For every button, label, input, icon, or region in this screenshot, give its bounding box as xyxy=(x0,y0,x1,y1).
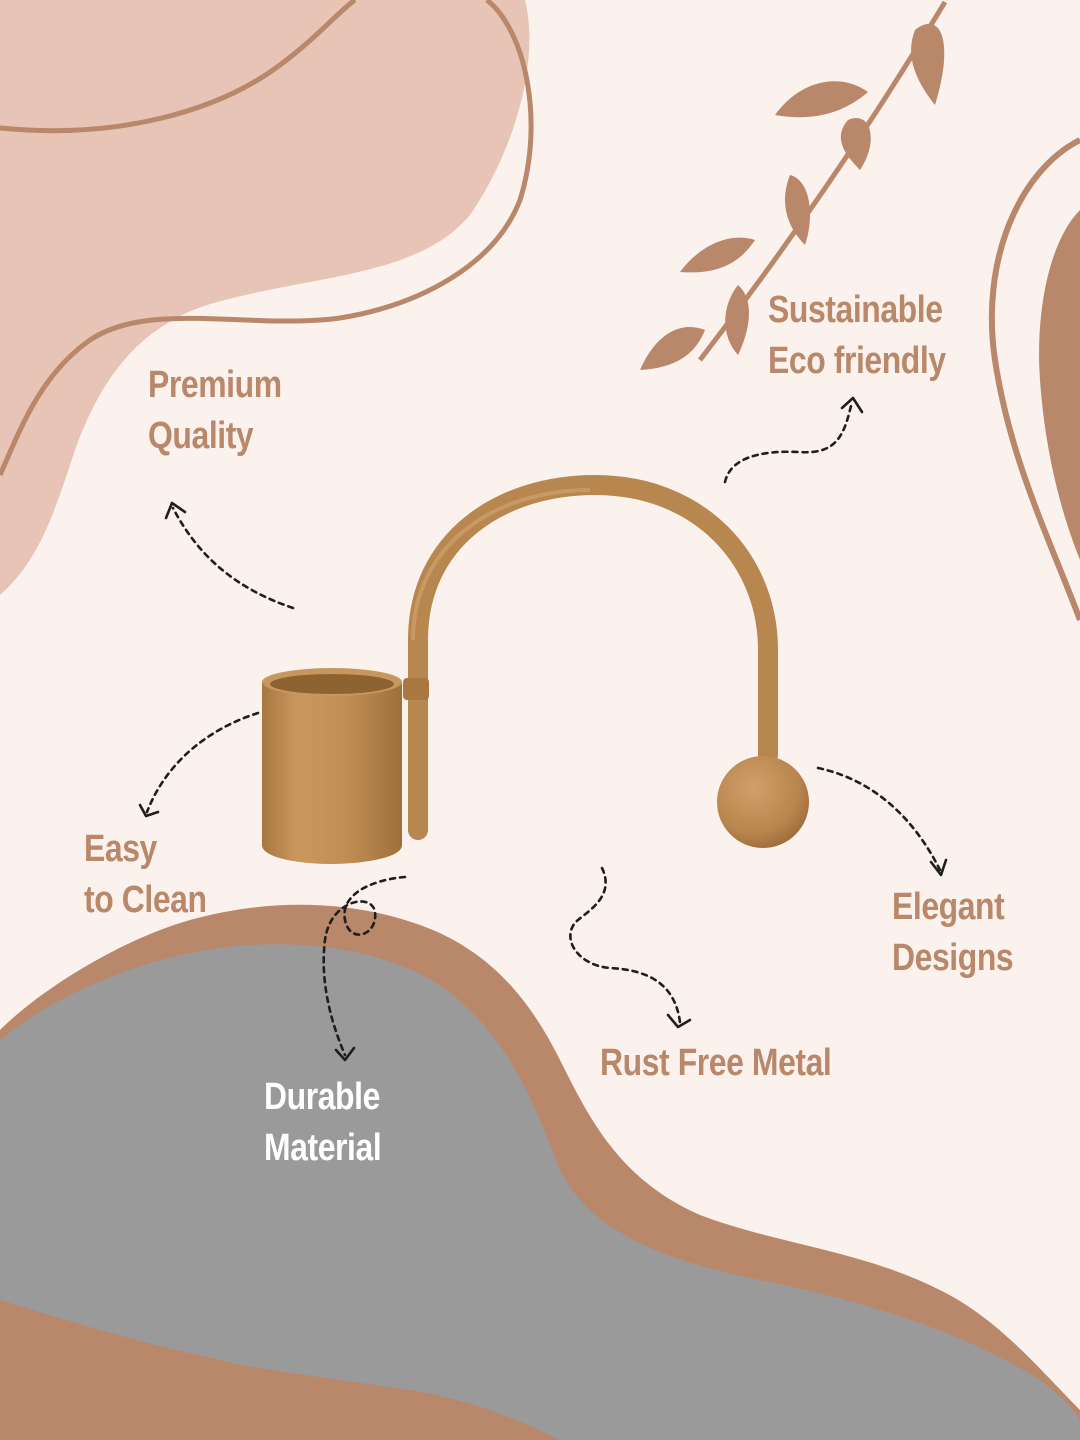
feature-elegant-line1: Elegant xyxy=(892,886,1005,928)
gray-blob xyxy=(0,944,1080,1440)
blush-blob xyxy=(0,0,530,595)
arrow-durable xyxy=(322,875,407,1057)
feature-rust-free-line1: Rust Free Metal xyxy=(600,1042,832,1084)
arrow-rust-free xyxy=(569,866,682,1024)
feature-durable-line2: Material xyxy=(264,1127,382,1169)
accent-curve-top xyxy=(0,0,357,134)
feature-premium-line2: Quality xyxy=(148,415,254,457)
feature-easy-to-clean: Easy to Clean xyxy=(84,824,207,926)
right-arc-fill xyxy=(1039,210,1080,560)
feature-elegant-designs: Elegant Designs xyxy=(892,882,1014,984)
arrow-sustainable xyxy=(723,400,854,484)
holder-ball xyxy=(717,756,809,848)
brown-sliver xyxy=(0,1300,480,1440)
feature-elegant-line2: Designs xyxy=(892,937,1014,979)
feature-sustainable-line2: Eco friendly xyxy=(768,340,946,382)
holder-cup xyxy=(262,682,402,864)
feature-rust-free-metal: Rust Free Metal xyxy=(600,1038,832,1089)
arrow-premium xyxy=(171,506,295,610)
feature-sustainable: Sustainable Eco friendly xyxy=(768,285,946,387)
feature-durable-material: Durable Material xyxy=(264,1072,382,1174)
feature-premium-line1: Premium xyxy=(148,364,282,406)
accent-curve-long xyxy=(0,0,534,477)
feature-easy-clean-line2: to Clean xyxy=(84,879,207,921)
arrow-easy-clean xyxy=(145,711,260,814)
arrow-elegant xyxy=(816,766,942,872)
right-arc-outer xyxy=(988,137,1080,622)
feature-sustainable-line1: Sustainable xyxy=(768,289,943,331)
holder-arch xyxy=(408,474,778,840)
feature-easy-clean-line1: Easy xyxy=(84,828,157,870)
feature-premium-quality: Premium Quality xyxy=(148,360,282,462)
feature-durable-line1: Durable xyxy=(264,1076,380,1118)
